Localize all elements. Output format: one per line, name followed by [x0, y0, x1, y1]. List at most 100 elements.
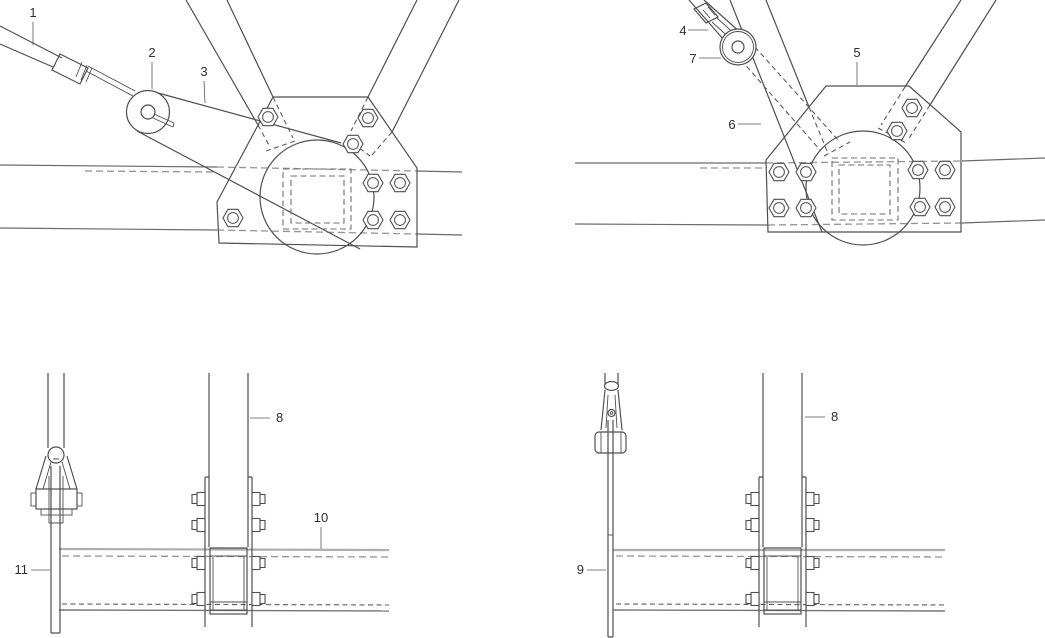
eye-plate-bottom-edge — [136, 130, 361, 250]
right-diagonal-brace — [877, 0, 997, 144]
pulley-rim-circle — [722, 31, 754, 63]
chord-bottom-edge — [0, 227, 463, 236]
left-diagonal-brace — [185, 0, 299, 152]
base-box — [763, 547, 802, 615]
diagonal-right-edge — [765, 0, 810, 108]
hex-bolt — [362, 210, 384, 230]
chord-bottom-edge — [58, 609, 390, 612]
callout-10: 10 — [314, 510, 328, 525]
hex-bolt — [357, 108, 379, 128]
pulley-fitting — [719, 28, 757, 66]
pipe-circle — [259, 139, 375, 255]
bolt — [805, 555, 820, 571]
base-box — [209, 547, 248, 615]
bolt — [251, 555, 266, 571]
chord-top-edge — [575, 157, 1045, 164]
hex-bolt — [934, 160, 956, 180]
post-edges — [208, 373, 249, 547]
block-tab-right — [76, 492, 83, 507]
rod-edge — [688, 0, 725, 41]
chord-hidden-bottom — [216, 229, 418, 235]
base-box-inner — [764, 555, 801, 611]
bolt — [745, 491, 760, 507]
bolt — [745, 555, 760, 571]
hex-bolt — [362, 173, 384, 193]
bolt — [191, 591, 206, 607]
hanger-clevis-assembly — [30, 373, 83, 634]
hex-bolt — [389, 173, 411, 193]
hex-bolt — [901, 98, 923, 118]
bottom-chord-member — [574, 157, 1045, 226]
gusset-plate — [216, 96, 418, 248]
bolt — [191, 517, 206, 533]
callout-8-left: 8 — [276, 410, 283, 425]
right-diagonal-brace — [345, 0, 460, 157]
pulley-outer-circle — [719, 28, 757, 66]
chord-hidden-bottom — [61, 603, 390, 606]
eye-plate-top-edge — [157, 92, 342, 144]
bolt — [805, 517, 820, 533]
clevis-jaw-inner — [605, 394, 618, 429]
hidden-square-tube-outer — [282, 168, 352, 230]
pulley-pin-hole — [731, 40, 745, 54]
clevis-jaw-inner — [42, 458, 71, 490]
block-bottom-lip — [40, 508, 73, 516]
threaded-rod — [85, 65, 136, 97]
post-splice-assembly — [191, 373, 266, 627]
bolt — [745, 591, 760, 607]
eye-outer-circle — [125, 89, 171, 135]
hidden-plate-lines — [740, 46, 851, 157]
swage-ferrule — [693, 2, 719, 24]
eye-fitting — [125, 89, 175, 135]
callout-8-right: 8 — [831, 409, 838, 424]
hex-bolt — [768, 198, 790, 218]
callout-7: 7 — [689, 51, 696, 66]
bolt — [251, 491, 266, 507]
callout-4: 4 — [679, 23, 686, 38]
post-edges — [762, 373, 803, 547]
hex-bolt — [886, 121, 908, 141]
turnbuckle-block-side — [594, 431, 627, 454]
brace-edge — [929, 0, 997, 106]
chord-top-edge — [0, 164, 463, 173]
clevis-jaw-outline — [600, 389, 623, 431]
bolt — [191, 491, 206, 507]
swage-ferrule — [51, 53, 89, 85]
brace-hidden-end — [257, 96, 299, 152]
brace-edge — [367, 0, 418, 98]
hex-bolt — [909, 197, 931, 217]
clevis-pin — [607, 408, 616, 418]
callouts-top-right: 4 7 5 6 — [679, 23, 860, 132]
callout-1: 1 — [29, 5, 36, 20]
clevis-pin-center — [609, 411, 614, 415]
rod-edge — [0, 25, 63, 59]
callout-3: 3 — [200, 64, 207, 79]
callout-5: 5 — [853, 45, 860, 60]
hanger-clevis-assembly-side — [594, 373, 627, 638]
bolt — [191, 555, 206, 571]
chord-member — [58, 547, 390, 612]
callout-2: 2 — [148, 45, 155, 60]
leader-line — [203, 80, 206, 104]
hex-bolt — [795, 198, 817, 218]
rod-edge — [0, 43, 54, 68]
chord-hidden-bottom — [615, 603, 946, 606]
chord-top-edge — [58, 547, 390, 552]
round-tube — [604, 373, 619, 385]
flat-bar — [50, 466, 61, 634]
hex-bolt — [907, 160, 929, 180]
clevis-jaw-outline — [35, 455, 78, 490]
chord-bottom-edge — [612, 609, 946, 612]
bolt — [251, 517, 266, 533]
hex-bolt — [342, 134, 364, 154]
clevis-dome — [603, 380, 620, 392]
chord-member — [612, 548, 946, 612]
pipe-circle — [805, 130, 921, 246]
eye-pin-hole — [140, 104, 156, 120]
bolt — [805, 591, 820, 607]
block-inner-lines — [600, 432, 622, 453]
hex-bolt — [795, 162, 817, 182]
ferrule-hatching — [702, 6, 716, 19]
